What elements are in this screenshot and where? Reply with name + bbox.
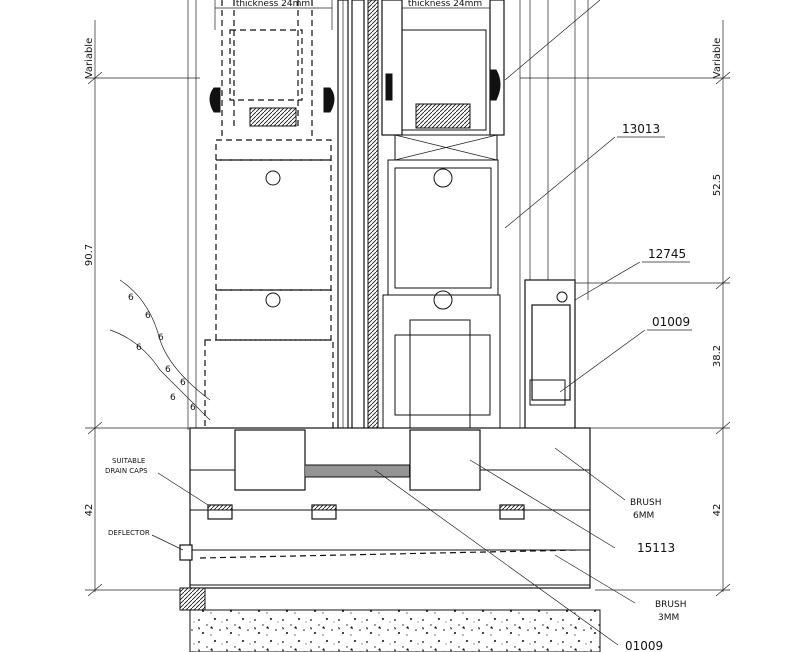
frame-vertical-lines	[187, 0, 589, 430]
dim-right-38-2: 38.2	[712, 345, 723, 367]
thickness-label-right: thickness 24mm	[408, 0, 482, 9]
label-brush-3mm-1: BRUSH	[655, 600, 687, 610]
dim-right-variable: Variable	[712, 38, 723, 79]
concrete-slab	[189, 609, 601, 652]
svg-text:6: 6	[145, 311, 151, 321]
dim-left-variable: Variable	[84, 38, 95, 79]
label-01009-top: 01009	[652, 315, 690, 329]
leader-lines	[151, 0, 692, 646]
label-suitable-drain-caps-2: DRAIN CAPS	[105, 467, 148, 475]
svg-text:6: 6	[165, 365, 171, 375]
label-suitable-drain-caps-1: SUITABLE	[112, 457, 145, 465]
label-13013: 13013	[622, 122, 660, 136]
label-brush-6mm-2: 6MM	[633, 511, 654, 521]
label-15113: 15113	[637, 541, 675, 555]
label-brush-6mm-1: BRUSH	[630, 498, 662, 508]
sill-track	[179, 427, 591, 611]
dim-left-42: 42	[84, 504, 95, 517]
water-drops: 6 6 6 6 6 6 6 6	[109, 279, 211, 421]
left-sash-dashed	[204, 0, 335, 461]
left-dimension-chain: Variable 90.7 42	[84, 20, 200, 597]
svg-text:6: 6	[158, 333, 164, 343]
label-01009-bottom: 01009	[625, 639, 663, 652]
label-deflector: DEFLECTOR	[108, 529, 150, 537]
dim-left-90-7: 90.7	[84, 244, 95, 266]
svg-text:6: 6	[136, 343, 142, 353]
svg-text:6: 6	[190, 403, 196, 413]
svg-text:6: 6	[170, 393, 176, 403]
label-12745: 12745	[648, 247, 686, 261]
svg-text:6: 6	[180, 378, 186, 388]
label-brush-3mm-2: 3MM	[658, 613, 679, 623]
right-dimension-chain: Variable 52.5 38.2 42	[520, 20, 731, 597]
dim-right-42: 42	[712, 504, 723, 517]
svg-text:6: 6	[128, 293, 134, 303]
interlock-mullion	[337, 0, 379, 471]
dim-right-52-5: 52.5	[712, 174, 723, 196]
thickness-label-left: thickness 24mm	[236, 0, 310, 9]
right-sash	[381, 0, 505, 431]
side-profile-12745	[524, 279, 576, 431]
